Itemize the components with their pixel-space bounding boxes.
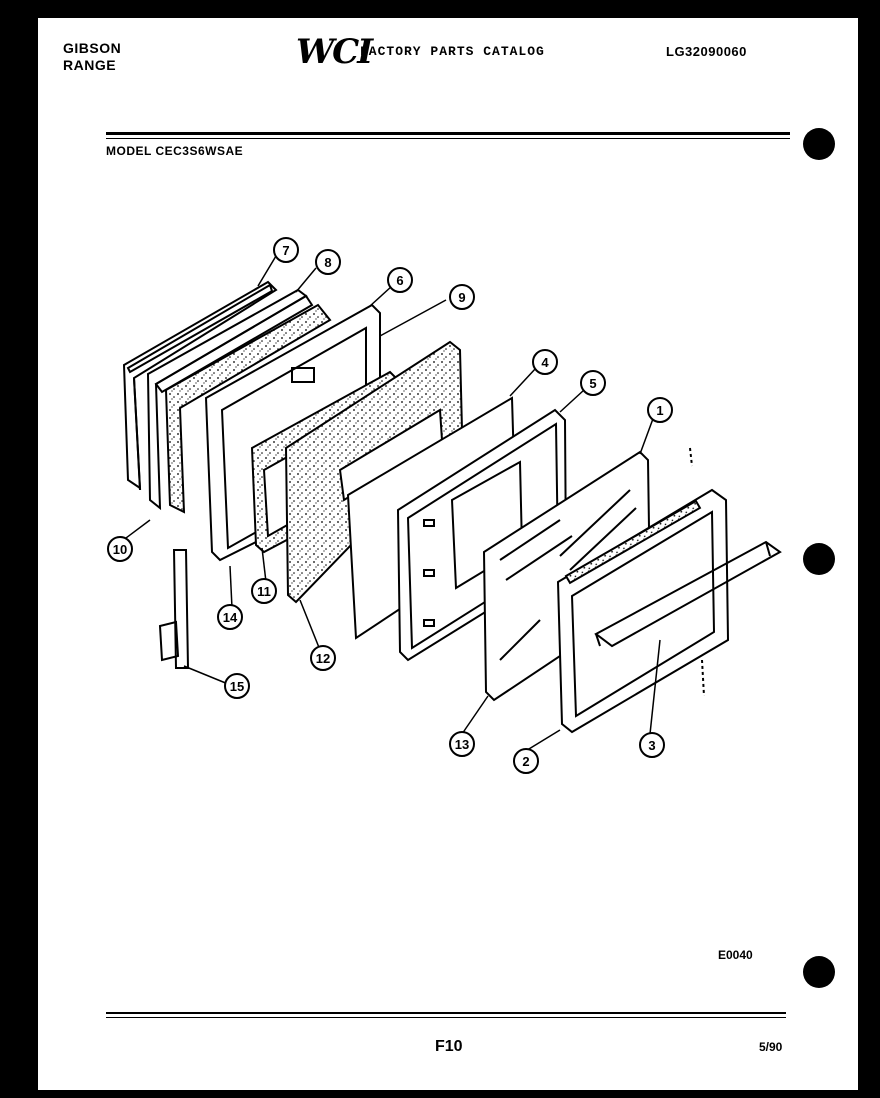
model-number: MODEL CEC3S6WSAE [106,144,244,158]
wci-logo: WCI FACTORY PARTS CATALOG [296,32,616,72]
drawing-code: E0040 [718,948,753,962]
insulation-panel-rear [164,303,332,514]
callout-9: 9 [458,290,465,305]
outer-door-frame-part [556,488,730,734]
footer-rule [106,1012,786,1014]
product-type: RANGE [63,57,117,73]
door-handle-part [594,447,782,697]
catalog-title: FACTORY PARTS CATALOG [360,44,545,59]
door-gasket-part [122,280,278,491]
wci-logo-mark: WCI [296,32,373,72]
binder-hole-top [803,128,835,160]
callout-15: 15 [230,679,244,694]
callout-3: 3 [648,738,655,753]
binder-hole-bottom [803,956,835,988]
callout-5: 5 [589,376,596,391]
door-hinge-part [158,549,190,669]
callout-7: 7 [282,243,289,258]
callout-12: 12 [316,651,330,666]
callout-labels: 7 8 6 9 4 5 1 10 14 11 12 13 2 3 15 [107,237,673,774]
binder-hole-middle [803,543,835,575]
leader-lines [125,255,661,753]
brand-name: GIBSON [63,40,122,56]
callout-10: 10 [113,542,127,557]
page-number: F10 [435,1038,463,1055]
revision-date: 5/90 [759,1040,783,1054]
brand-block: GIBSON RANGE [63,40,121,74]
callout-13: 13 [455,737,469,752]
callout-4: 4 [541,355,549,370]
header-rule-thin [106,138,790,139]
footer-rule-thin [106,1017,786,1018]
callout-14: 14 [223,610,238,625]
callout-6: 6 [396,273,403,288]
callout-2: 2 [522,754,529,769]
callout-1: 1 [656,403,663,418]
header-rule [106,132,790,135]
callout-11: 11 [257,584,271,599]
catalog-number: LG32090060 [666,44,747,59]
callout-8: 8 [324,255,331,270]
